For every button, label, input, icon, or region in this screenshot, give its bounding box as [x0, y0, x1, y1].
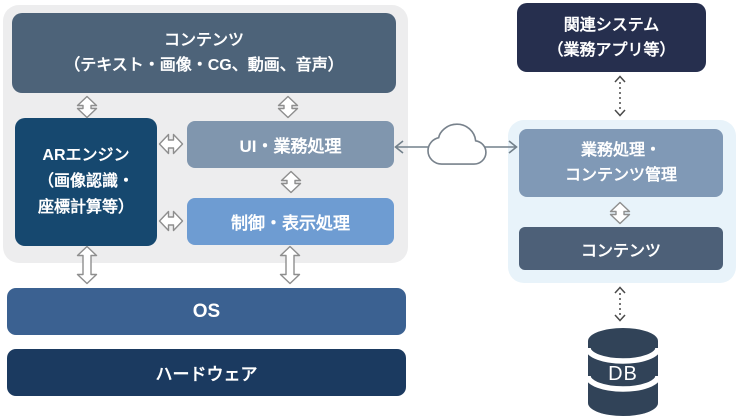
double-arrow-vertical-icon	[76, 95, 98, 119]
ar-engine-label: ARエンジン （画像認識・ 座標計算等）	[37, 147, 134, 216]
content-box-label: コンテンツ （テキスト・画像・CG、動画、音声）	[64, 32, 344, 74]
os-box: OS	[7, 288, 406, 335]
double-arrow-vertical-icon	[277, 95, 299, 119]
related-system-box: 関連システム （業務アプリ等）	[517, 3, 706, 72]
server-content-label: コンテンツ	[580, 242, 661, 260]
content-box: コンテンツ （テキスト・画像・CG、動画、音声）	[12, 13, 396, 93]
double-arrow-horizontal-icon	[158, 133, 184, 155]
dotted-double-arrow-icon	[614, 286, 626, 322]
db-label: DB	[608, 363, 638, 385]
double-arrow-vertical-icon	[280, 170, 302, 194]
double-arrow-vertical-icon	[609, 201, 631, 225]
double-arrow-horizontal-icon	[158, 210, 184, 232]
control-display-box: 制御・表示処理	[187, 198, 394, 245]
hardware-box: ハードウェア	[7, 349, 406, 396]
business-content-mgmt-label: 業務処理・ コンテンツ管理	[564, 142, 677, 184]
dotted-double-arrow-icon	[614, 75, 626, 117]
double-arrow-vertical-icon	[76, 245, 98, 285]
hardware-label: ハードウェア	[155, 365, 258, 384]
cloud-icon	[394, 123, 518, 165]
ui-business-label: UI・業務処理	[239, 137, 342, 156]
database-cylinder-icon: DB	[585, 328, 661, 416]
double-arrow-vertical-icon	[279, 245, 301, 285]
control-display-label: 制御・表示処理	[231, 214, 350, 233]
related-system-label: 関連システム （業務アプリ等）	[547, 16, 676, 59]
ar-engine-box: ARエンジン （画像認識・ 座標計算等）	[15, 118, 157, 246]
ui-business-box: UI・業務処理	[187, 121, 394, 168]
business-content-mgmt-box: 業務処理・ コンテンツ管理	[519, 129, 723, 197]
server-content-box: コンテンツ	[519, 227, 723, 270]
os-label: OS	[192, 300, 221, 322]
